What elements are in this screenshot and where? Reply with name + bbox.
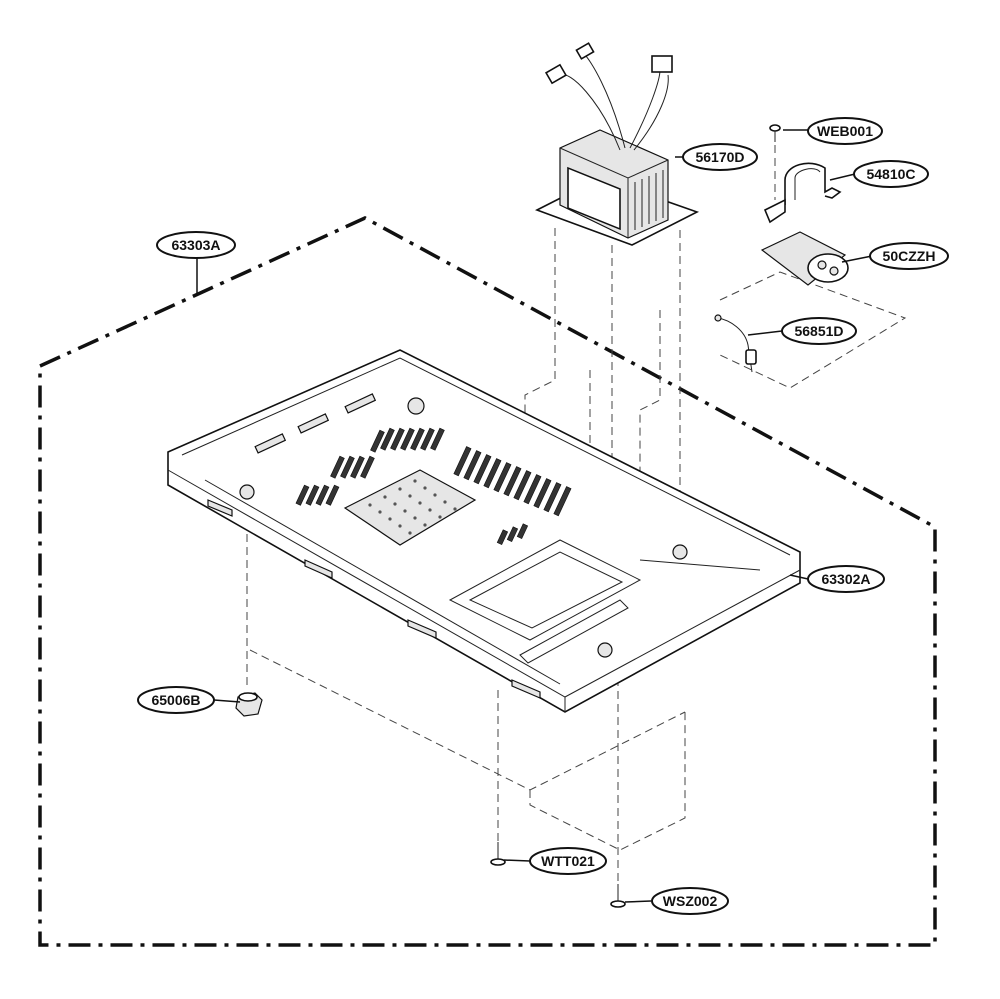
callout-label: 50CZZH	[883, 248, 936, 264]
callout-63302A: 63302A	[807, 565, 885, 593]
callout-63303A: 63303A	[156, 231, 236, 259]
callout-label: 63303A	[171, 237, 220, 253]
screw-wsz002	[610, 884, 626, 908]
callout-label: WTT021	[541, 853, 595, 869]
callout-WEB001: WEB001	[807, 117, 883, 145]
callout-label: 56851D	[794, 323, 843, 339]
callout-65006B: 65006B	[137, 686, 215, 714]
callout-56170D: 56170D	[682, 143, 758, 171]
callout-label: 56170D	[695, 149, 744, 165]
callout-50CZZH: 50CZZH	[869, 242, 949, 270]
rubber-foot	[235, 692, 263, 717]
callout-label: 63302A	[821, 571, 870, 587]
leader-lines	[196, 129, 873, 903]
screw-wtt021	[490, 842, 506, 866]
callout-WTT021: WTT021	[529, 847, 607, 875]
diode	[714, 314, 757, 373]
callout-label: 54810C	[866, 166, 915, 182]
capacitor	[760, 231, 849, 286]
callout-54810C: 54810C	[853, 160, 929, 188]
screw-top	[769, 124, 781, 200]
assembly-boundary	[38, 216, 937, 947]
capacitor-bracket	[763, 162, 842, 224]
perforation-grid	[368, 479, 457, 535]
transformer	[535, 42, 700, 246]
callout-label: WEB001	[817, 123, 873, 139]
callout-56851D: 56851D	[781, 317, 857, 345]
callout-WSZ002: WSZ002	[651, 887, 729, 915]
base-plate	[167, 349, 801, 713]
callout-label: 65006B	[151, 692, 200, 708]
callout-label: WSZ002	[663, 893, 718, 909]
